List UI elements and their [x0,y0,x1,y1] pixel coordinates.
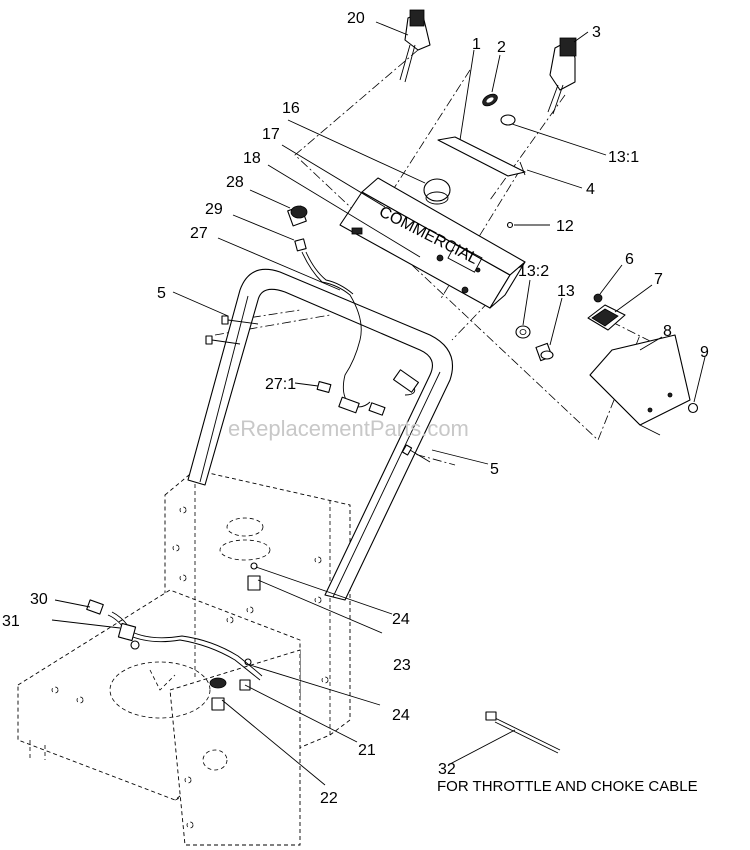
cable-tie-32 [485,711,561,754]
callout-5-upper: 5 [157,285,166,302]
callout-27: 27 [190,225,208,242]
frame [17,469,351,846]
control-lever-20 [399,9,431,83]
callout-22: 22 [320,790,338,807]
knob-16 [423,178,451,205]
callouts: 20 1 2 3 13:1 4 12 16 17 18 28 29 27 5 2… [2,10,709,807]
callout-17: 17 [262,126,280,143]
callout-8: 8 [663,323,672,340]
nut-6 [593,293,603,303]
callout-6: 6 [625,251,634,268]
callout-20: 20 [347,10,365,27]
ignition-switch-28 [287,205,308,227]
callout-24-lower: 24 [392,707,410,724]
handle [187,268,454,601]
callout-27-1: 27:1 [265,376,296,393]
callout-16: 16 [282,100,300,117]
callout-13-1: 13:1 [608,149,639,166]
nut-9 [687,402,699,414]
screw-12 [506,221,514,229]
nut-13-1 [500,114,516,126]
control-panel: COMMERCIAL [339,177,526,309]
cable-guide-plate [437,136,526,177]
leader-lines [51,21,706,786]
screw-4 [519,161,526,176]
bracket-8 [589,334,691,436]
callout-2: 2 [497,39,506,56]
callout-28: 28 [226,174,244,191]
callout-32: 32 [438,761,456,778]
lower-harness [86,599,263,681]
callout-13-2: 13:2 [518,263,549,280]
callout-3: 3 [592,24,601,41]
callout-31: 31 [2,613,20,630]
grommet-2 [482,93,498,107]
clip-27-1 [316,381,332,393]
connector-29 [294,238,307,252]
callout-21: 21 [358,742,376,759]
callout-5-lower: 5 [490,461,499,478]
callout-13: 13 [557,283,575,300]
throttle-choke-note: FOR THROTTLE AND CHOKE CABLE [437,778,698,795]
callout-12: 12 [556,218,574,235]
control-lever-3 [547,37,577,115]
callout-29: 29 [205,201,223,218]
watermark-text: eReplacementParts.com [228,416,469,441]
bolts-5 [205,315,431,463]
callout-24-upper: 24 [392,611,410,628]
wire-harness-27 [301,251,371,408]
bushing-13 [535,342,554,362]
callout-23: 23 [393,657,411,674]
lower-fasteners [209,562,261,711]
callout-1: 1 [472,36,481,53]
callout-4: 4 [586,181,595,198]
callout-9: 9 [700,344,709,361]
callout-30: 30 [30,591,48,608]
callout-7: 7 [654,271,663,288]
callout-18: 18 [243,150,261,167]
